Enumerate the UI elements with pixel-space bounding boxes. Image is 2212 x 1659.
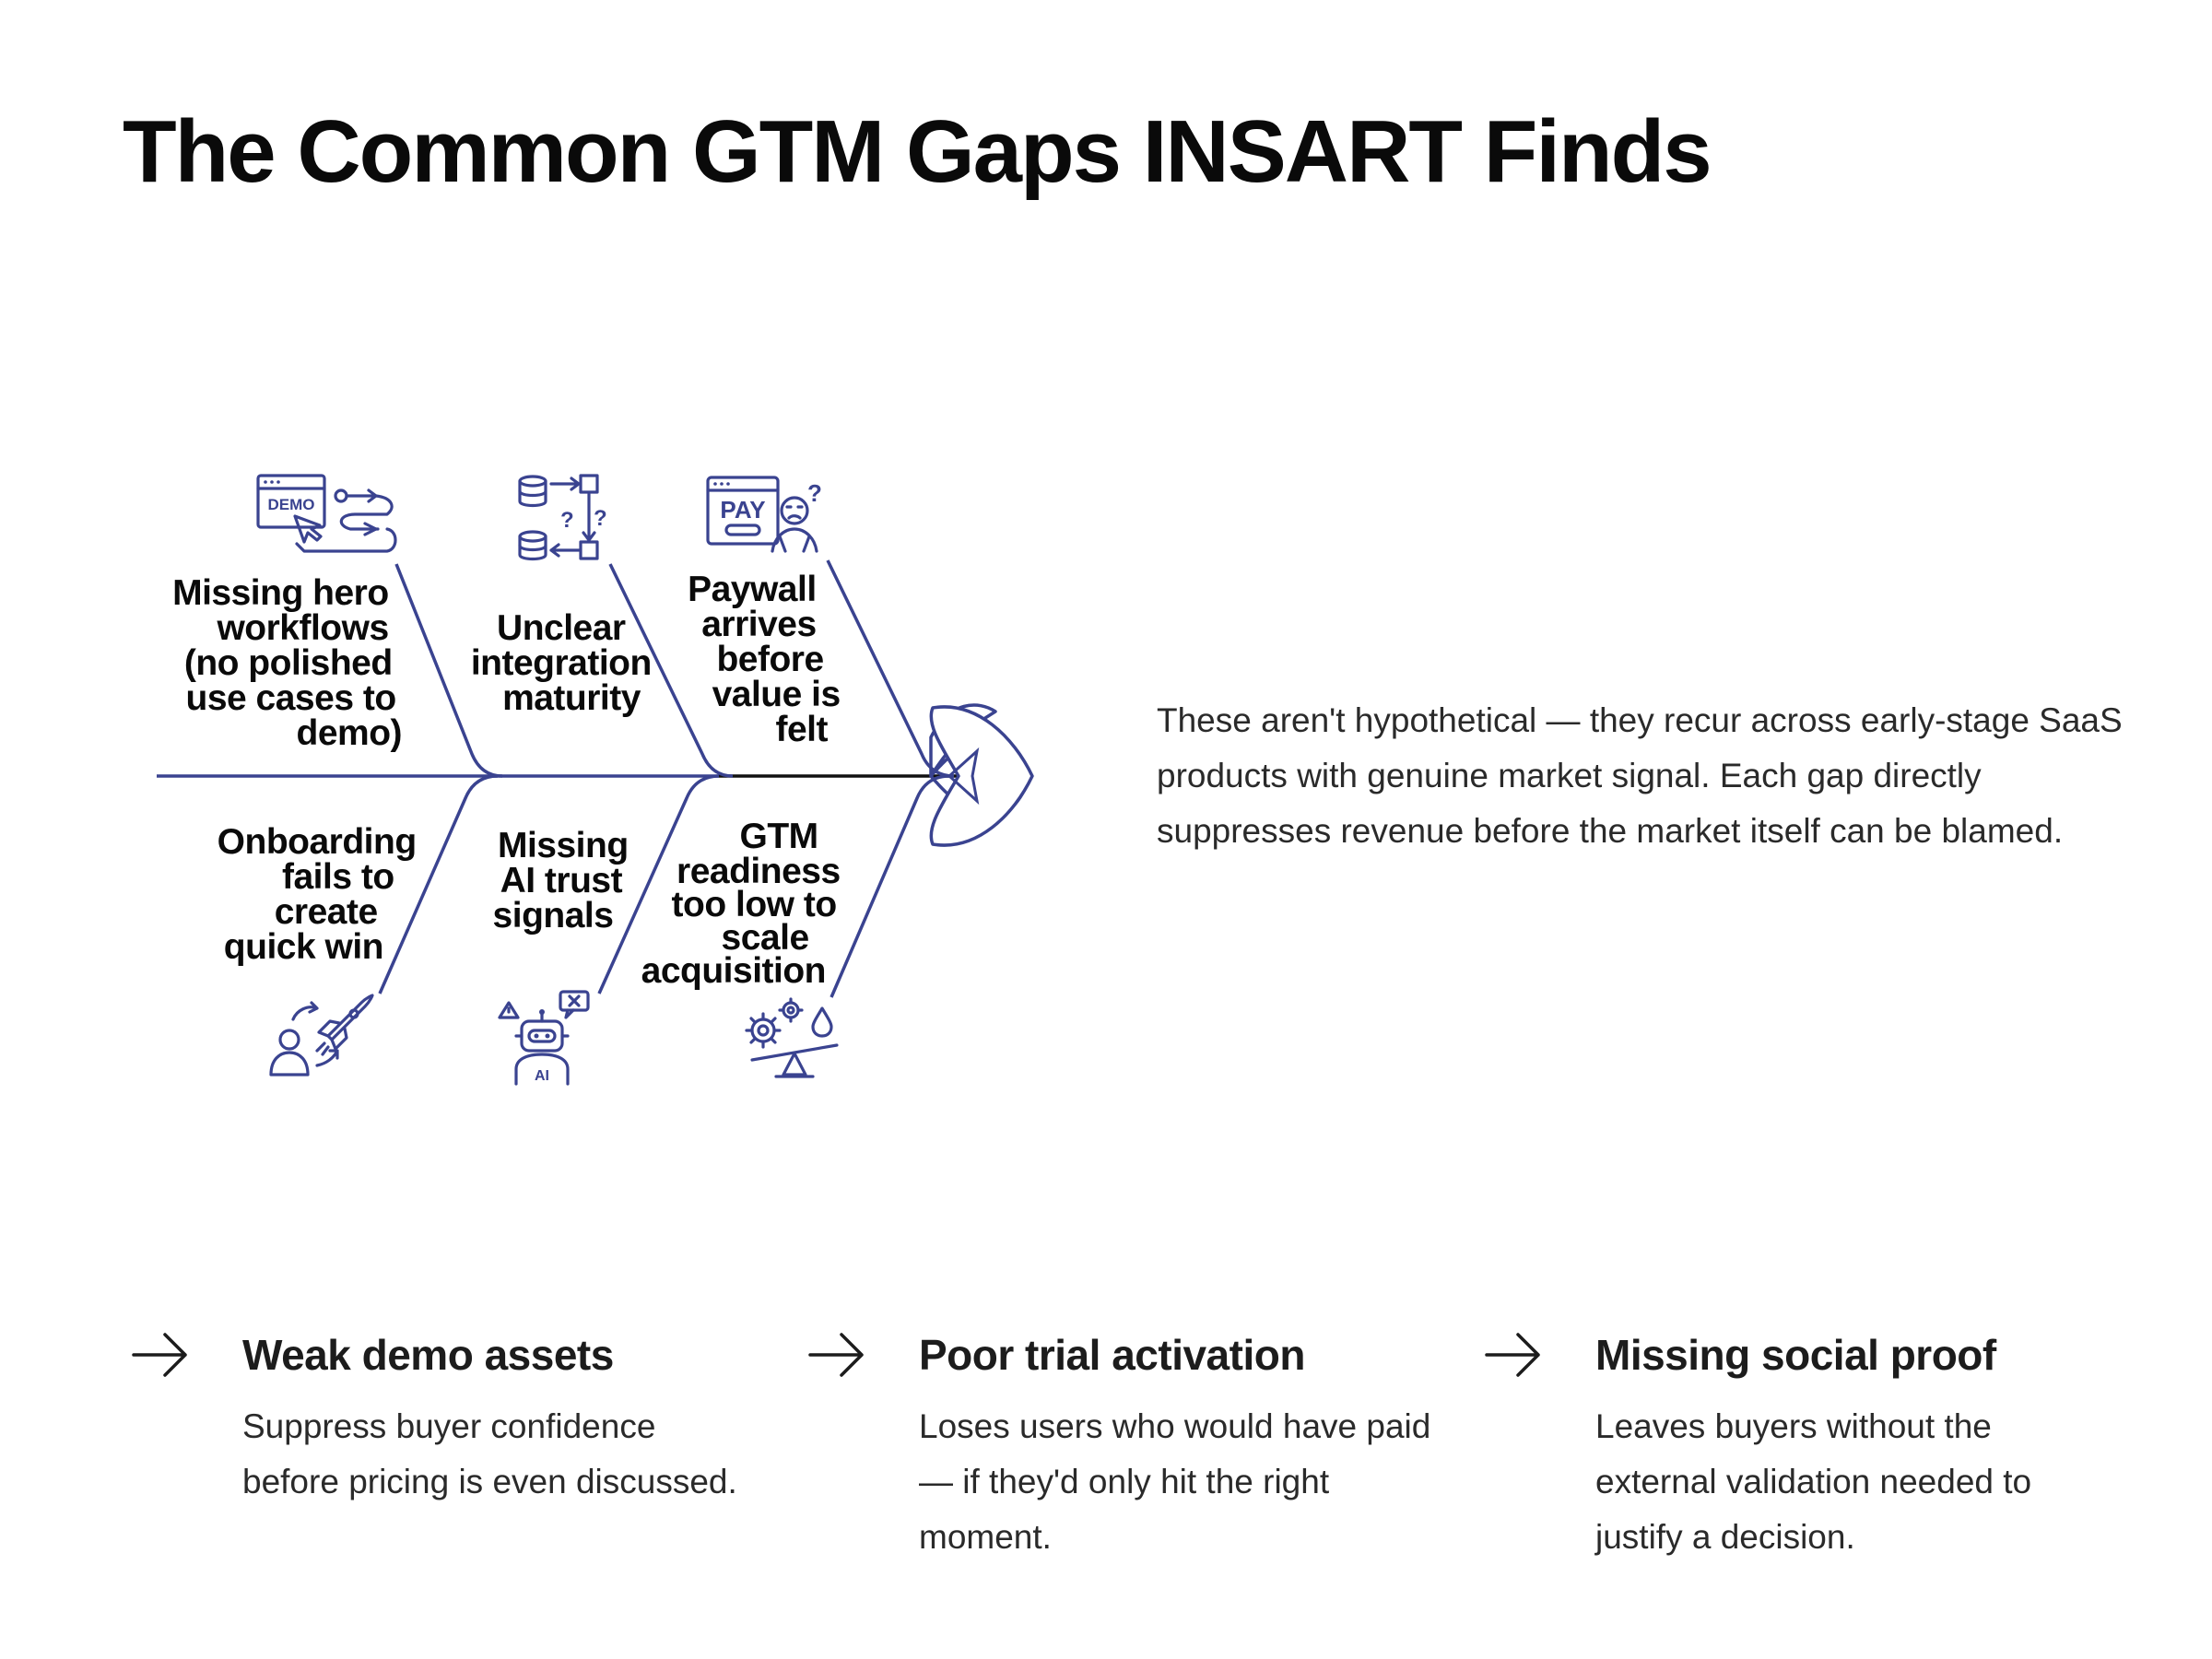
svg-text:?: ? xyxy=(560,508,574,533)
svg-text:AI: AI xyxy=(535,1068,549,1084)
cause-label-ai-trust: Missing AI trust signals xyxy=(493,826,638,935)
bone-bottom-1 xyxy=(378,774,499,994)
bone-top-1 xyxy=(394,563,503,778)
fishbone-head-outline xyxy=(929,705,1034,847)
svg-text:PAY: PAY xyxy=(720,496,765,524)
cause-label-gtm-readiness: GTM readiness too low to scale acquisiti… xyxy=(641,817,850,991)
bone-bottom-3 xyxy=(830,774,950,998)
bone-top-3 xyxy=(826,559,955,778)
svg-text:?: ? xyxy=(594,506,607,531)
cause-label-onboarding: Onboarding fails to create quick win xyxy=(218,822,426,967)
svg-text:?: ? xyxy=(807,479,822,507)
gap-description: Loses users who would have paid — if the… xyxy=(919,1407,1431,1556)
integration-database-icon: ? ? xyxy=(518,474,607,561)
arrow-right-icon xyxy=(1485,1333,1540,1377)
page-title: The Common GTM Gaps INSART Finds xyxy=(123,102,1712,201)
rocket-user-icon xyxy=(269,994,374,1077)
arrow-right-icon xyxy=(808,1333,864,1377)
gap-heading: Weak demo assets xyxy=(242,1331,614,1379)
arrow-right-icon xyxy=(132,1333,187,1377)
bone-bottom-2 xyxy=(597,774,720,994)
paywall-confused-user-icon: PAY ? xyxy=(706,476,822,553)
cause-label-hero-workflows: Missing hero workflows (no polished use … xyxy=(172,573,406,753)
bone-top-2 xyxy=(608,563,734,778)
gap-heading: Poor trial activation xyxy=(919,1331,1305,1379)
gap-description: Suppress buyer confidence before pricing… xyxy=(242,1407,737,1500)
gears-balance-icon xyxy=(745,997,839,1078)
demo-workflow-icon: DEMO xyxy=(256,474,397,553)
cause-label-integration: Unclear integration maturity xyxy=(471,608,661,718)
ai-robot-icon: AI xyxy=(498,990,590,1086)
intro-paragraph: These aren't hypothetical — they recur a… xyxy=(1157,701,2123,850)
svg-text:DEMO: DEMO xyxy=(268,496,315,513)
gap-heading: Missing social proof xyxy=(1595,1331,1996,1379)
gap-description: Leaves buyers without the external valid… xyxy=(1595,1407,2032,1556)
cause-label-paywall: Paywall arrives before value is felt xyxy=(688,570,850,749)
fishbone-head-mouth xyxy=(947,747,980,806)
